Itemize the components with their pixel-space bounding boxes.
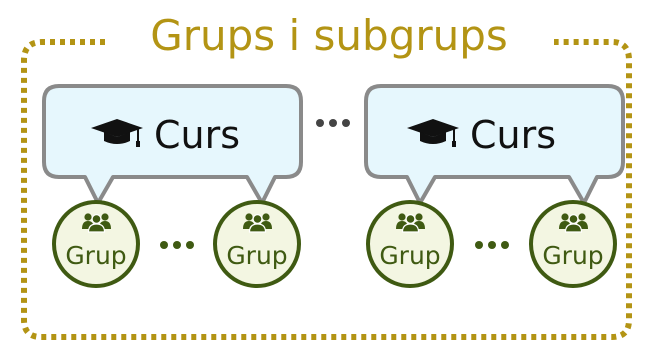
group-node-1: Grup [52, 200, 140, 288]
course-label-right: Curs [470, 113, 556, 157]
group-label-2: Grup [226, 241, 287, 270]
group-node-2: Grup [213, 200, 301, 288]
ellipsis-between-groups-left [160, 241, 194, 249]
group-node-4: Grup [529, 200, 617, 288]
group-label-1: Grup [65, 241, 126, 270]
course-box-right: Curs [364, 84, 625, 205]
diagram-title: Grups i subgrups [150, 11, 508, 60]
group-label-3: Grup [379, 241, 440, 270]
group-node-3: Grup [366, 200, 454, 288]
ellipsis-between-groups-right [475, 241, 509, 249]
outer-frame [21, 39, 632, 340]
group-label-4: Grup [542, 241, 603, 270]
ellipsis-between-courses [316, 119, 350, 127]
course-box-left: Curs [42, 84, 303, 205]
course-label-left: Curs [154, 113, 240, 157]
